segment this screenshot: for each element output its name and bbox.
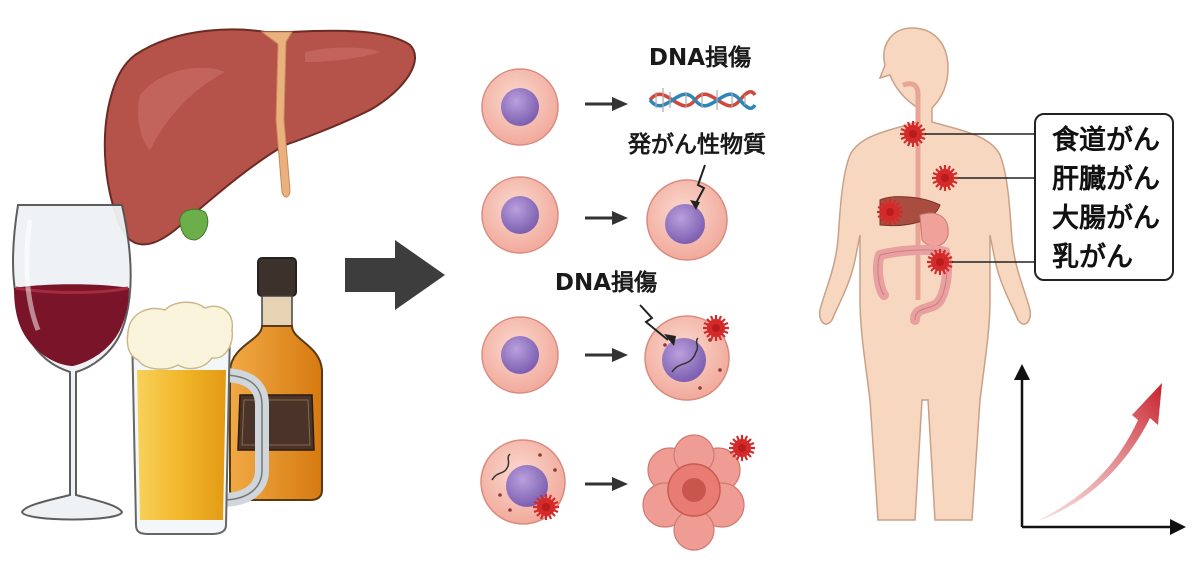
tumor-cluster-icon bbox=[642, 433, 757, 551]
risk-trend-graph-icon bbox=[1014, 364, 1186, 535]
dna-helix-icon bbox=[648, 88, 757, 112]
liver-icon bbox=[103, 28, 416, 246]
wine-glass-icon bbox=[12, 204, 132, 521]
small-arrow-icon bbox=[585, 211, 628, 225]
damaged-cell-row3 bbox=[639, 304, 731, 401]
connector-lines bbox=[925, 133, 1036, 263]
dna-damage-label-mid: DNA損傷 bbox=[555, 269, 657, 296]
cancer-types-list: 食道がん 肝臓がん 大腸がん 乳がん bbox=[1034, 113, 1174, 281]
cancer-type-breast: 乳がん bbox=[1052, 242, 1133, 273]
normal-cell-row2 bbox=[481, 176, 559, 254]
cancer-type-esophageal: 食道がん bbox=[1052, 125, 1160, 156]
small-arrow-icon bbox=[585, 97, 628, 111]
beer-mug-icon bbox=[126, 301, 269, 535]
small-arrow-icon bbox=[585, 477, 628, 491]
dna-damage-label-top: DNA損傷 bbox=[649, 44, 751, 71]
precancer-cell-row4 bbox=[480, 439, 566, 525]
exposed-cell-row2 bbox=[646, 164, 728, 261]
normal-cell-row1 bbox=[481, 68, 559, 146]
cancer-type-colorectal: 大腸がん bbox=[1052, 203, 1160, 234]
cancer-type-liver: 肝臓がん bbox=[1052, 164, 1160, 195]
normal-cell-row3 bbox=[481, 316, 559, 394]
carcinogen-label: 発がん性物質 bbox=[627, 131, 766, 158]
human-body-icon bbox=[818, 27, 1032, 521]
big-right-arrow-icon bbox=[345, 240, 445, 310]
small-arrow-icon bbox=[585, 348, 628, 362]
